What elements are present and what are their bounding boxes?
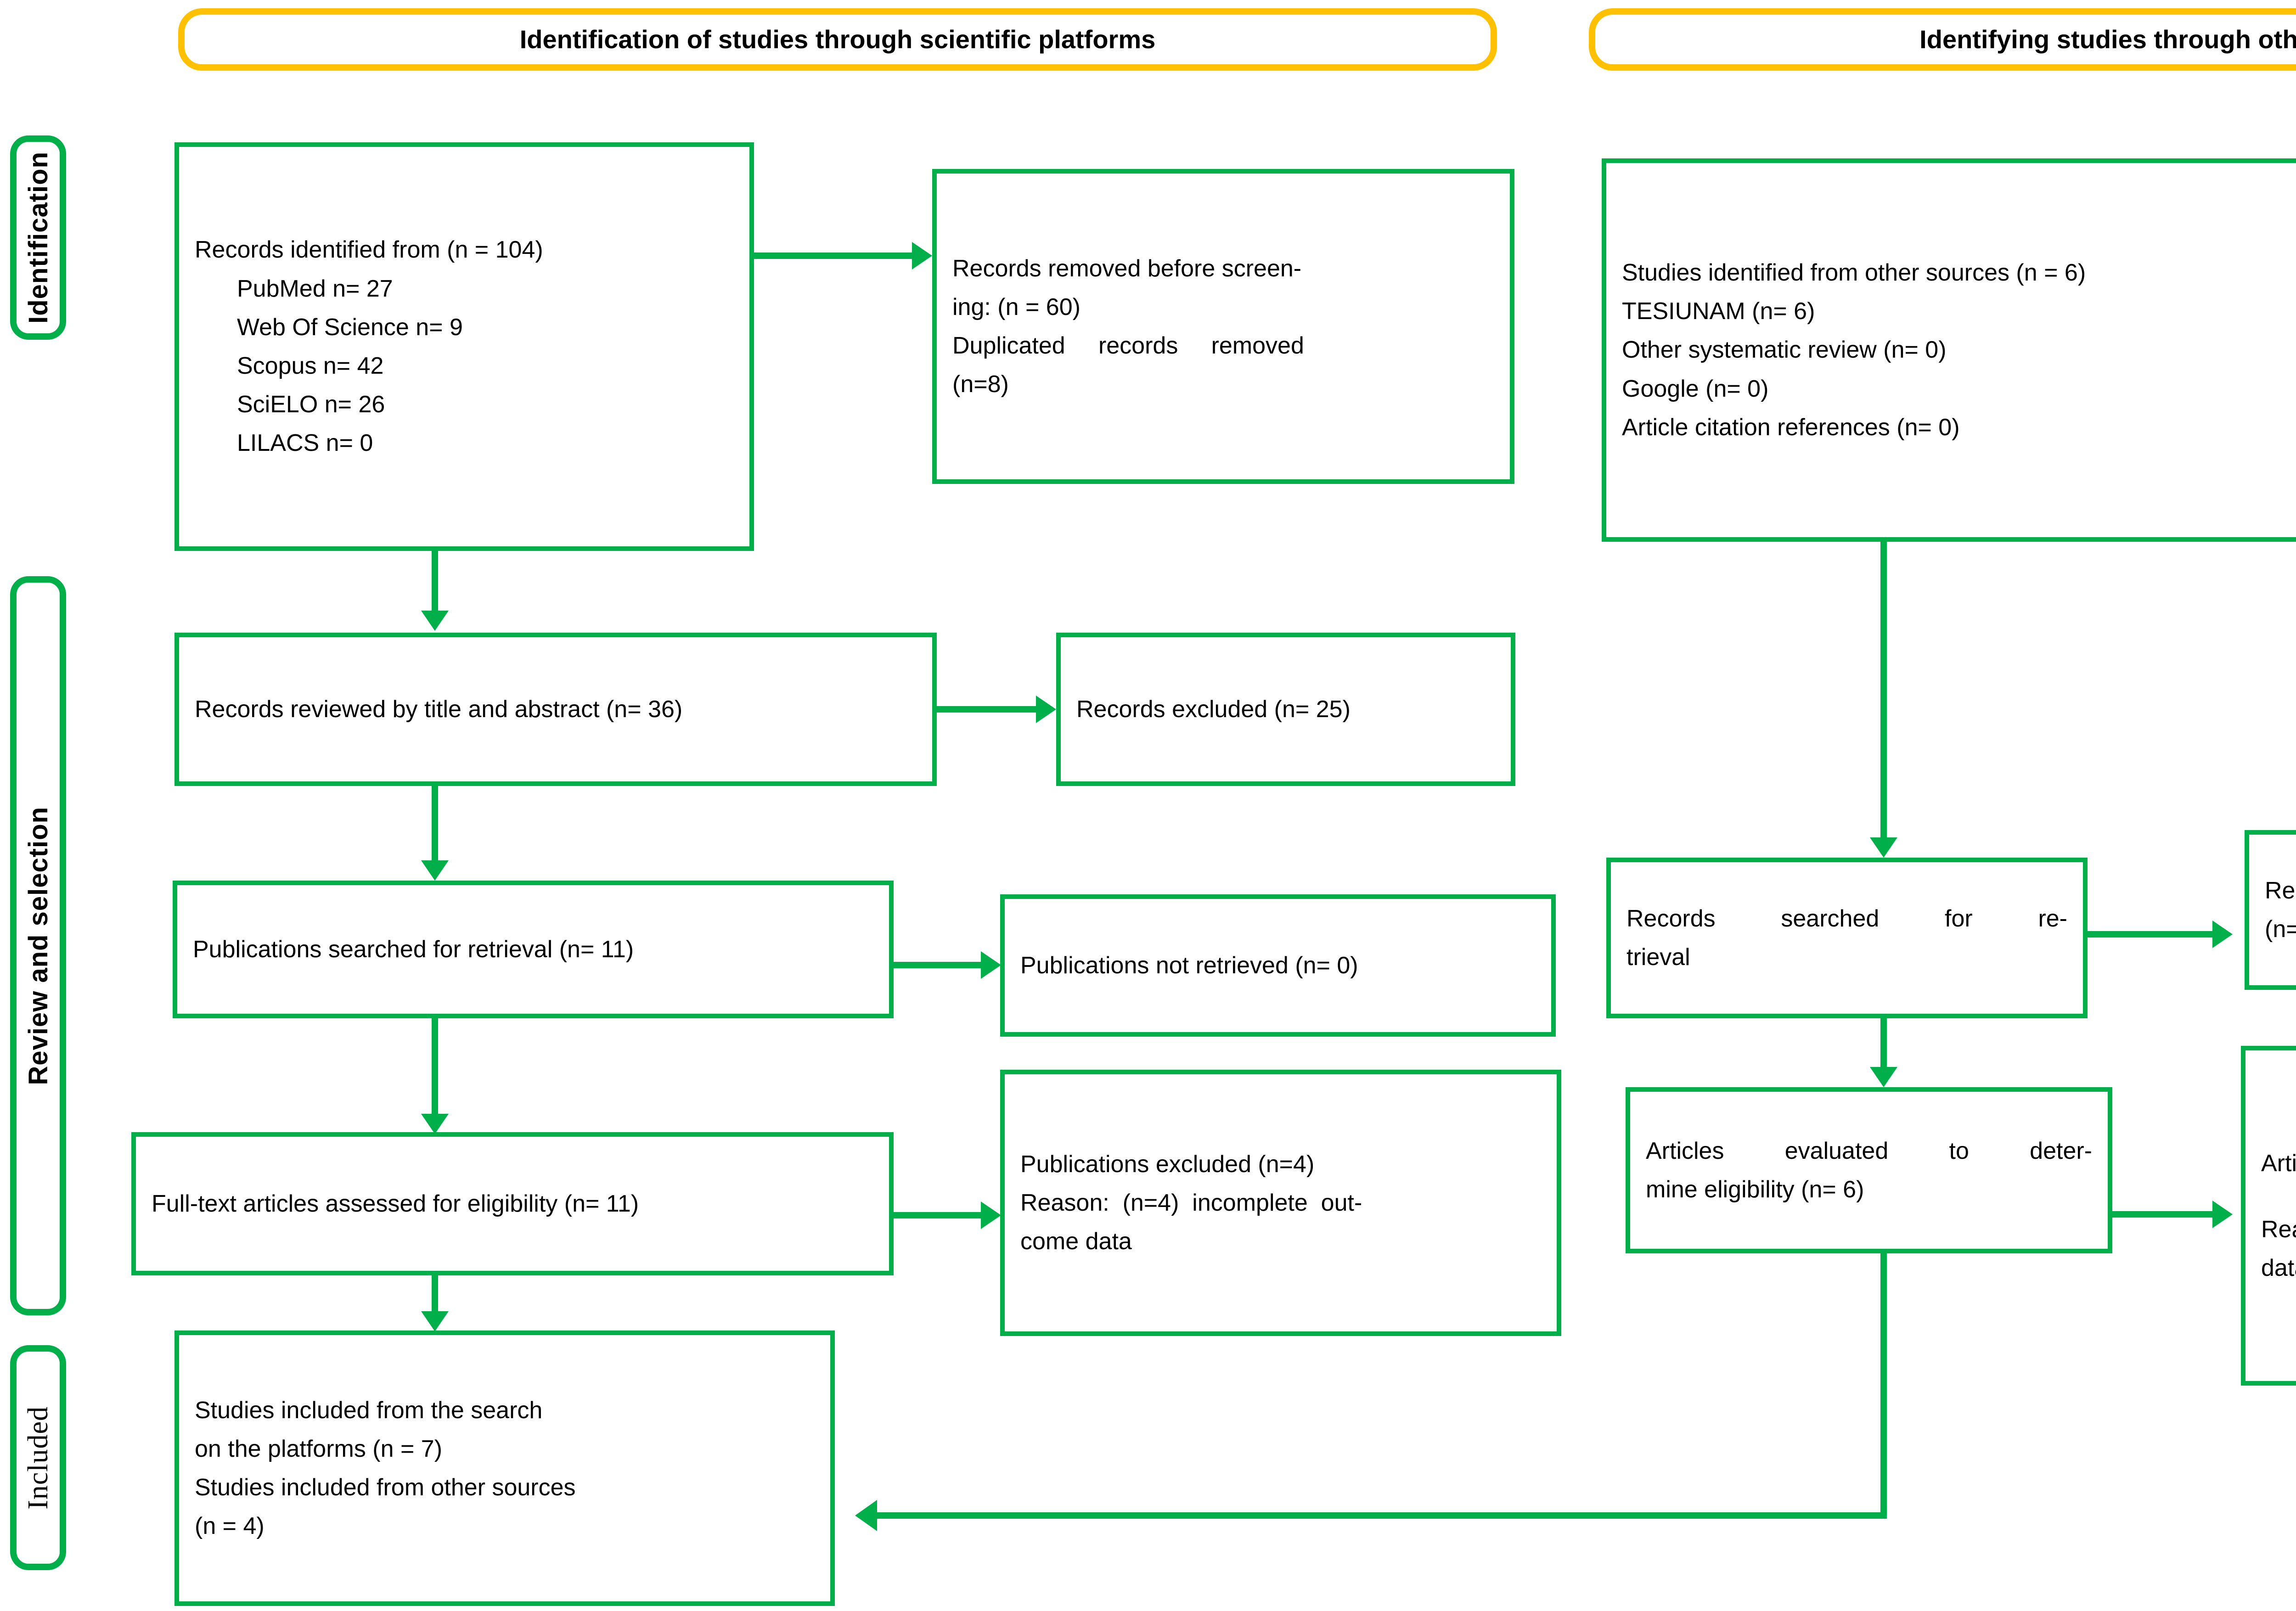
connector-records-searched-to-articles-evaluated [1880, 1018, 1887, 1067]
arrowhead-reviewed-to-excluded [1036, 696, 1056, 723]
records-not-retrieved-line2: (n= 0) [2265, 916, 2296, 943]
connector-identified-to-reviewed [432, 551, 438, 611]
fulltext-assessed-label: Full-text articles assessed for eligibil… [152, 1190, 639, 1217]
studies-identified-source: TESIUNAM (n= 6) [1622, 298, 1815, 325]
box-records-not-retrieved: Records not retrieved (n= 0) [2245, 830, 2296, 990]
records-excluded-label: Records excluded (n= 25) [1076, 696, 1351, 723]
box-studies-included: Studies included from the search on the … [174, 1330, 835, 1606]
stage-label-identification: Identification [23, 152, 53, 324]
box-publications-excluded: Publications excluded (n=4) Reason: (n=4… [1000, 1070, 1561, 1336]
box-studies-identified-other-sources: Studies identified from other sources (n… [1602, 158, 2296, 542]
box-records-identified: Records identified from (n = 104) PubMed… [174, 142, 754, 551]
publications-searched-label: Publications searched for retrieval (n= … [193, 936, 634, 963]
stage-label-included: Included [22, 1406, 54, 1510]
arrowhead-right-to-studies-included [855, 1500, 877, 1531]
arrowhead-identified-to-removed [912, 242, 932, 269]
arrowhead-searched-to-not-retrieved [981, 951, 1001, 979]
connector-reviewed-to-excluded [937, 706, 1036, 713]
stage-pill-review-and-selection: Review and selection [10, 576, 66, 1315]
box-articles-evaluated-eligibility: Articles evaluated to deter- mine eligib… [1626, 1087, 2112, 1253]
connector-fulltext-to-publications-excluded [894, 1212, 981, 1218]
records-not-retrieved-line1: Records not retrieved [2265, 877, 2296, 904]
articles-evaluated-line1: Articles evaluated to deter- [1646, 1137, 2092, 1164]
arrowhead-identified-to-reviewed [421, 611, 449, 631]
connector-right-to-studies-included [877, 1512, 1885, 1519]
arrowhead-fulltext-to-studies-included [421, 1311, 449, 1331]
box-records-removed-before-screening: Records removed before screen- ing: (n =… [932, 169, 1514, 484]
connector-articles-evaluated-to-excluded [2112, 1211, 2212, 1218]
records-identified-source: SciELO n= 26 [237, 391, 385, 418]
publications-excluded-line1: Publications excluded (n=4) [1020, 1151, 1315, 1178]
studies-included-line1: Studies included from the search [195, 1397, 543, 1424]
box-publications-searched-for-retrieval: Publications searched for retrieval (n= … [173, 881, 894, 1018]
connector-fulltext-to-studies-included [432, 1275, 438, 1311]
arrowhead-articles-evaluated-to-excluded [2212, 1201, 2233, 1228]
publications-not-retrieved-label: Publications not retrieved (n= 0) [1020, 952, 1358, 979]
arrowhead-searched-to-fulltext [421, 1114, 449, 1134]
stage-label-review-and-selection: Review and selection [23, 806, 53, 1085]
records-removed-line1: Records removed before screen- [952, 255, 1302, 282]
connector-identified-to-removed [754, 253, 912, 259]
studies-included-line2: on the platforms (n = 7) [195, 1435, 443, 1462]
records-identified-title: Records identified from (n = 104) [195, 236, 543, 264]
publications-excluded-line3: come data [1020, 1228, 1132, 1255]
articles-excluded-line3: data [2261, 1255, 2296, 1282]
connector-studies-identified-to-records-searched [1880, 542, 1887, 837]
arrowhead-reviewed-to-searched [421, 860, 449, 881]
articles-excluded-line2: Reason: incomplete outcome [2261, 1216, 2296, 1243]
articles-excluded-line1: Articles excluded (n = 2) [2261, 1150, 2296, 1177]
studies-identified-title: Studies identified from other sources (n… [1622, 259, 2086, 286]
records-reviewed-label: Records reviewed by title and abstract (… [195, 696, 683, 723]
articles-excluded-spacer [2261, 1183, 2296, 1210]
banner-right-other-sources: Identifying studies through other source… [1589, 8, 2296, 71]
records-removed-line2: ing: (n = 60) [952, 293, 1080, 320]
publications-excluded-line2: Reason: (n=4) incomplete out- [1020, 1189, 1362, 1216]
box-records-searched-for-retrieval: Records searched for re- trieval [1606, 858, 2088, 1018]
stage-pill-identification: Identification [10, 135, 66, 340]
studies-included-line4: (n = 4) [195, 1513, 264, 1540]
records-removed-line3: Duplicated records removed [952, 332, 1304, 359]
box-fulltext-assessed-for-eligibility: Full-text articles assessed for eligibil… [131, 1132, 894, 1275]
studies-identified-source: Article citation references (n= 0) [1622, 414, 1960, 441]
records-identified-source: Scopus n= 42 [237, 353, 384, 379]
banner-left-identification-platforms: Identification of studies through scient… [178, 8, 1497, 71]
arrowhead-records-searched-to-articles-evaluated [1870, 1067, 1897, 1087]
connector-reviewed-to-searched [432, 786, 438, 860]
studies-included-line3: Studies included from other sources [195, 1474, 576, 1501]
records-identified-source: PubMed n= 27 [237, 275, 393, 302]
records-identified-source: LILACS n= 0 [237, 430, 373, 457]
arrowhead-fulltext-to-publications-excluded [981, 1201, 1001, 1229]
box-records-excluded: Records excluded (n= 25) [1056, 633, 1515, 786]
records-identified-source: Web Of Science n= 9 [237, 314, 463, 341]
connector-searched-to-fulltext [432, 1018, 438, 1114]
connector-records-searched-to-not-retrieved [2088, 931, 2212, 937]
connector-articles-evaluated-down [1880, 1253, 1887, 1519]
box-records-reviewed: Records reviewed by title and abstract (… [174, 633, 937, 786]
box-publications-not-retrieved: Publications not retrieved (n= 0) [1000, 894, 1556, 1037]
arrowhead-records-searched-to-not-retrieved [2212, 921, 2233, 948]
articles-evaluated-line2: mine eligibility (n= 6) [1646, 1176, 1864, 1203]
records-searched-line1: Records searched for re- [1626, 905, 2067, 932]
connector-searched-to-not-retrieved [894, 962, 981, 968]
arrowhead-studies-identified-to-records-searched [1870, 837, 1897, 858]
box-articles-excluded: Articles excluded (n = 2) Reason: incomp… [2241, 1046, 2296, 1386]
records-searched-line2: trieval [1626, 944, 1690, 971]
banner-left-label: Identification of studies through scient… [519, 24, 1156, 54]
records-removed-line4: (n=8) [952, 371, 1009, 398]
studies-identified-source: Google (n= 0) [1622, 375, 1769, 402]
banner-right-label: Identifying studies through other source… [1919, 24, 2296, 54]
stage-pill-included: Included [10, 1345, 66, 1570]
studies-identified-source: Other systematic review (n= 0) [1622, 337, 1947, 364]
